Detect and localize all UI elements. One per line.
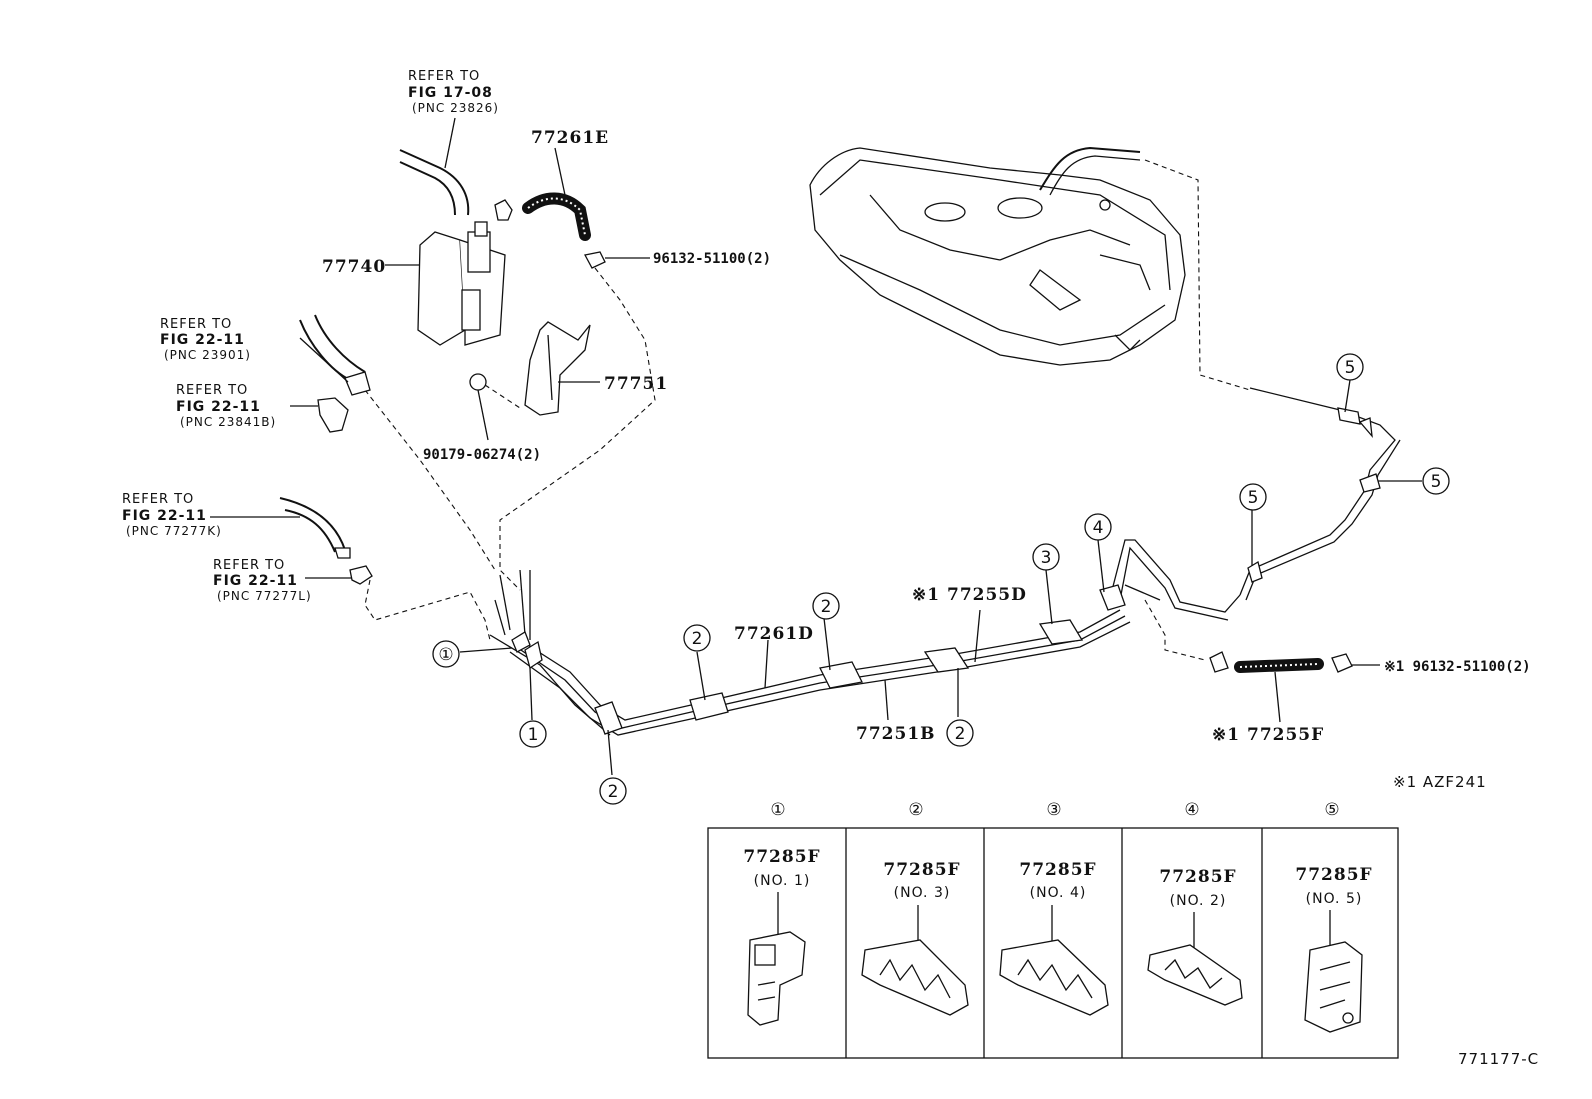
callout-circles: ① 1 2 2 2 2 3 4 5 5 5 <box>432 353 1450 805</box>
charcoal-canister <box>417 199 513 346</box>
svg-text:REFER TO: REFER TO <box>176 383 248 398</box>
part-77261d: 77261D <box>734 624 814 644</box>
legend-mark-1: ① <box>770 800 785 820</box>
legend-mark-5: ⑤ <box>1324 800 1339 820</box>
fuel-tank <box>809 146 1186 366</box>
svg-text:FIG 22-11: FIG 22-11 <box>160 332 245 348</box>
svg-text:(PNC 23841B): (PNC 23841B) <box>180 415 276 429</box>
legend-mark-3: ③ <box>1046 800 1061 820</box>
clamp-5-drawing <box>1304 941 1363 1033</box>
clamp-3-drawing <box>999 939 1109 1016</box>
svg-text:REFER TO: REFER TO <box>213 558 285 573</box>
fuel-lines <box>489 387 1401 736</box>
part-96132-top: 96132-51100(2) <box>653 251 771 267</box>
leader-dash-left2 <box>364 579 491 641</box>
legend-mark-2: ② <box>908 800 923 820</box>
callout-5c: 5 <box>1431 472 1442 492</box>
clamp-4-no: (NO. 2) <box>1170 893 1227 909</box>
callout-4: 4 <box>1093 518 1104 538</box>
leader-dash-canister <box>499 267 656 591</box>
svg-text:(PNC 77277K): (PNC 77277K) <box>126 524 222 538</box>
svg-text:FIG 22-11: FIG 22-11 <box>122 508 207 524</box>
svg-text:(PNC 77277L): (PNC 77277L) <box>217 589 312 603</box>
svg-text:FIG 17-08: FIG 17-08 <box>408 85 493 101</box>
svg-text:FIG 22-11: FIG 22-11 <box>213 573 298 589</box>
clamp-2-part: 77285F <box>883 860 960 880</box>
line-clamps <box>511 407 1381 735</box>
svg-text:FIG 22-11: FIG 22-11 <box>176 399 261 415</box>
callout-3: 3 <box>1041 548 1052 568</box>
leader-dash-tank-right <box>1144 159 1251 391</box>
callout-2d: 2 <box>955 724 966 744</box>
note-azf241: ※1 AZF241 <box>1393 773 1487 791</box>
callout-1a: ① <box>438 645 453 665</box>
svg-text:REFER TO: REFER TO <box>122 492 194 507</box>
clamp-4-drawing <box>1147 944 1243 1006</box>
clamp-4-part: 77285F <box>1159 867 1236 887</box>
part-77251b: 77251B <box>856 724 936 744</box>
callout-5a: 5 <box>1248 488 1259 508</box>
part-96132-right: ※1 96132-51100(2) <box>1384 659 1531 675</box>
callout-1b: 1 <box>528 725 539 745</box>
leader-dash-left1 <box>364 389 496 571</box>
figure-id: 771177-C <box>1458 1050 1539 1068</box>
callout-2a: 2 <box>608 782 619 802</box>
refer-label-77277k: REFER TO FIG 22-11 (PNC 77277K) <box>122 492 222 538</box>
legend-mark-4: ④ <box>1184 800 1199 820</box>
svg-text:(PNC 23901): (PNC 23901) <box>164 348 251 362</box>
clamp-legend: ① ② ③ ④ ⑤ 77285F (NO. 1) 77285F (NO. 3) … <box>707 800 1399 1059</box>
part-77740: 77740 <box>322 257 386 277</box>
callout-2b: 2 <box>692 629 703 649</box>
hose-77261e <box>522 192 591 241</box>
svg-text:(PNC 23826): (PNC 23826) <box>412 101 499 115</box>
clamp-2-no: (NO. 3) <box>894 885 951 901</box>
clamp-1-drawing <box>747 931 806 1026</box>
clamp-2-drawing <box>861 939 969 1016</box>
svg-text:REFER TO: REFER TO <box>408 69 480 84</box>
leader-dash-hose-right <box>1144 599 1206 661</box>
clamp-5-part: 77285F <box>1295 865 1372 885</box>
refer-label-23901: REFER TO FIG 22-11 (PNC 23901) <box>160 317 251 362</box>
part-77255d: ※1 77255D <box>912 585 1027 605</box>
part-77255f: ※1 77255F <box>1212 725 1324 745</box>
bracket-77751 <box>524 321 591 416</box>
clamp-3-no: (NO. 4) <box>1030 885 1087 901</box>
part-77751: 77751 <box>604 374 668 394</box>
svg-text:REFER TO: REFER TO <box>160 317 232 332</box>
refer-label-77277l: REFER TO FIG 22-11 (PNC 77277L) <box>213 558 312 603</box>
clamp-3-part: 77285F <box>1019 860 1096 880</box>
refer-label-17-08: REFER TO FIG 17-08 (PNC 23826) <box>408 69 499 115</box>
part-77261e: 77261E <box>531 128 609 148</box>
clamp-1-part: 77285F <box>743 847 820 867</box>
callout-5b: 5 <box>1345 358 1356 378</box>
clamp-5-no: (NO. 5) <box>1306 891 1363 907</box>
refer-label-23841b: REFER TO FIG 22-11 (PNC 23841B) <box>176 383 276 429</box>
clamp-1-no: (NO. 1) <box>754 873 811 889</box>
leader-dash-bolt <box>484 384 521 409</box>
callout-2c: 2 <box>821 597 832 617</box>
part-90179: 90179-06274(2) <box>423 447 541 463</box>
